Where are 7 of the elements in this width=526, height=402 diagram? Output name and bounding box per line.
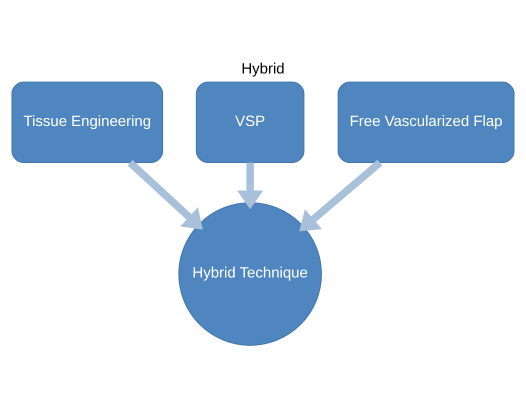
arrow (237, 162, 264, 209)
arrow (128, 159, 203, 230)
node-box: Free Vascularized Flap (338, 81, 515, 163)
diagram-title: Hybrid (241, 60, 285, 77)
node-box: VSP (196, 81, 304, 163)
arrow (299, 159, 382, 231)
node-box: Tissue Engineering (11, 81, 164, 163)
